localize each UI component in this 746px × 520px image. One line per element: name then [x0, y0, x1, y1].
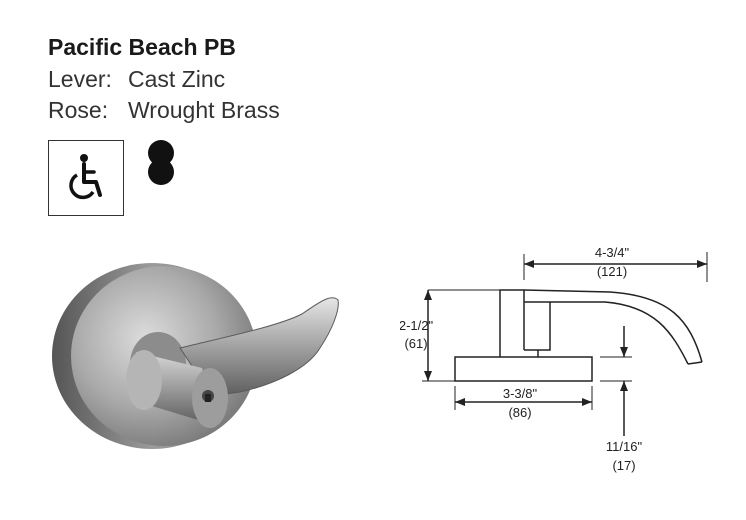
lever-length-label: 4-3/4": [595, 245, 630, 260]
lever-bottom-edge: [524, 301, 689, 365]
rose-material: Wrought Brass: [128, 97, 280, 123]
rose-outline: [454, 356, 593, 382]
wheelchair-icon: [69, 154, 102, 200]
height-metric: (61): [404, 336, 427, 351]
lever-length-metric: (121): [597, 264, 627, 279]
rose-label: Rose:: [48, 97, 109, 123]
lever-material-row: Lever: Cast Zinc: [48, 66, 225, 93]
dimension-drawing: 4-3/4" (121) 2-1/2" (61) 3-3/8" (86) 11/…: [400, 245, 708, 473]
height-label: 2-1/2": [400, 318, 434, 333]
rose-width-label: 3-3/8": [503, 386, 538, 401]
clearance-metric: (17): [612, 458, 635, 473]
lever-material: Cast Zinc: [128, 66, 226, 92]
clearance-label: 11/16": [606, 439, 643, 454]
product-title: Pacific Beach PB: [48, 34, 236, 60]
lever-body-left: [499, 289, 524, 357]
lever-label: Lever:: [48, 66, 112, 92]
figure-eight-icon: [148, 140, 174, 185]
ada-compliance-badge: [48, 140, 124, 216]
lever-top-edge: [523, 289, 703, 363]
lever-lock-photo: [52, 263, 339, 449]
rose-material-row: Rose: Wrought Brass: [48, 97, 280, 124]
rose-width-metric: (86): [508, 405, 531, 420]
